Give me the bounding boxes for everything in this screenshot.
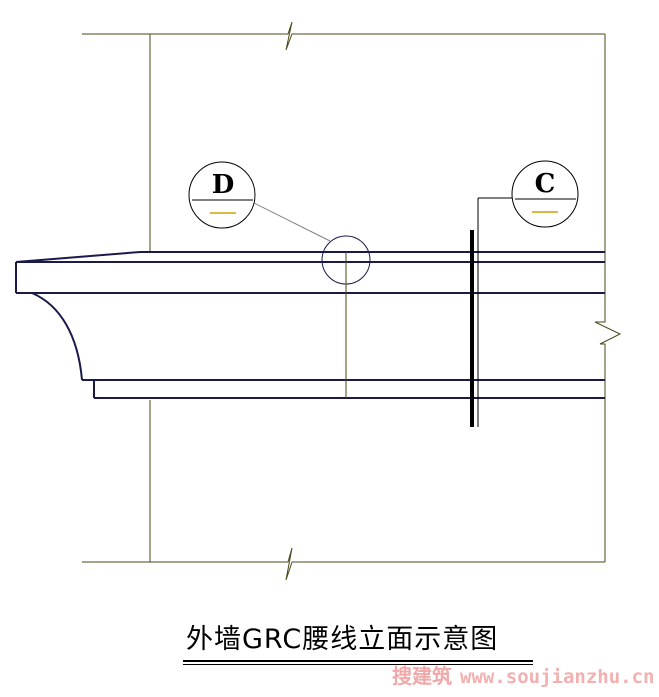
wall-outline [82,21,622,581]
watermark-site-name: 搜建筑 [392,664,452,688]
band-cove-curve [31,292,83,381]
detail-d-leader-line [249,200,331,242]
section-c: C [470,160,579,427]
title-underline-thin [183,664,533,665]
drawing-title: 外墙GRC腰线立面示意图 [186,624,499,655]
detail-c-marker-letter: C [535,169,556,199]
watermark: 搜建筑 www.soujianzhu.cn [392,662,654,691]
detail-d-callout: D [188,161,371,398]
detail-d-marker-circle [188,161,256,229]
title-underline-thick [183,660,533,662]
detail-c-marker-circle [511,160,579,228]
wall-bottom-edge [82,547,605,581]
grc-band [15,251,605,399]
band-top-slope [15,251,605,263]
wall-right-edge [594,34,622,562]
detail-d-marker-letter: D [212,170,235,200]
wall-top-edge [82,21,605,51]
watermark-url: www.soujianzhu.cn [460,666,655,688]
